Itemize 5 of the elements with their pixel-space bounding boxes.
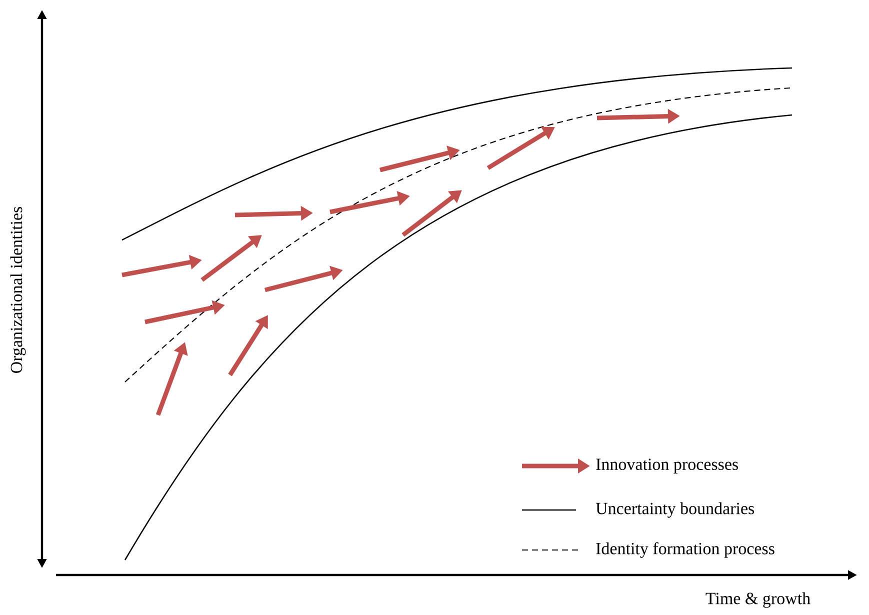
legend-label: Innovation processes: [596, 458, 738, 474]
legend-label: Uncertainty boundaries: [596, 502, 754, 518]
legend-label: Identity formation process: [596, 542, 774, 558]
axis-title: Time & growth: [706, 592, 810, 608]
axis-title: Organizational identities: [10, 206, 26, 373]
